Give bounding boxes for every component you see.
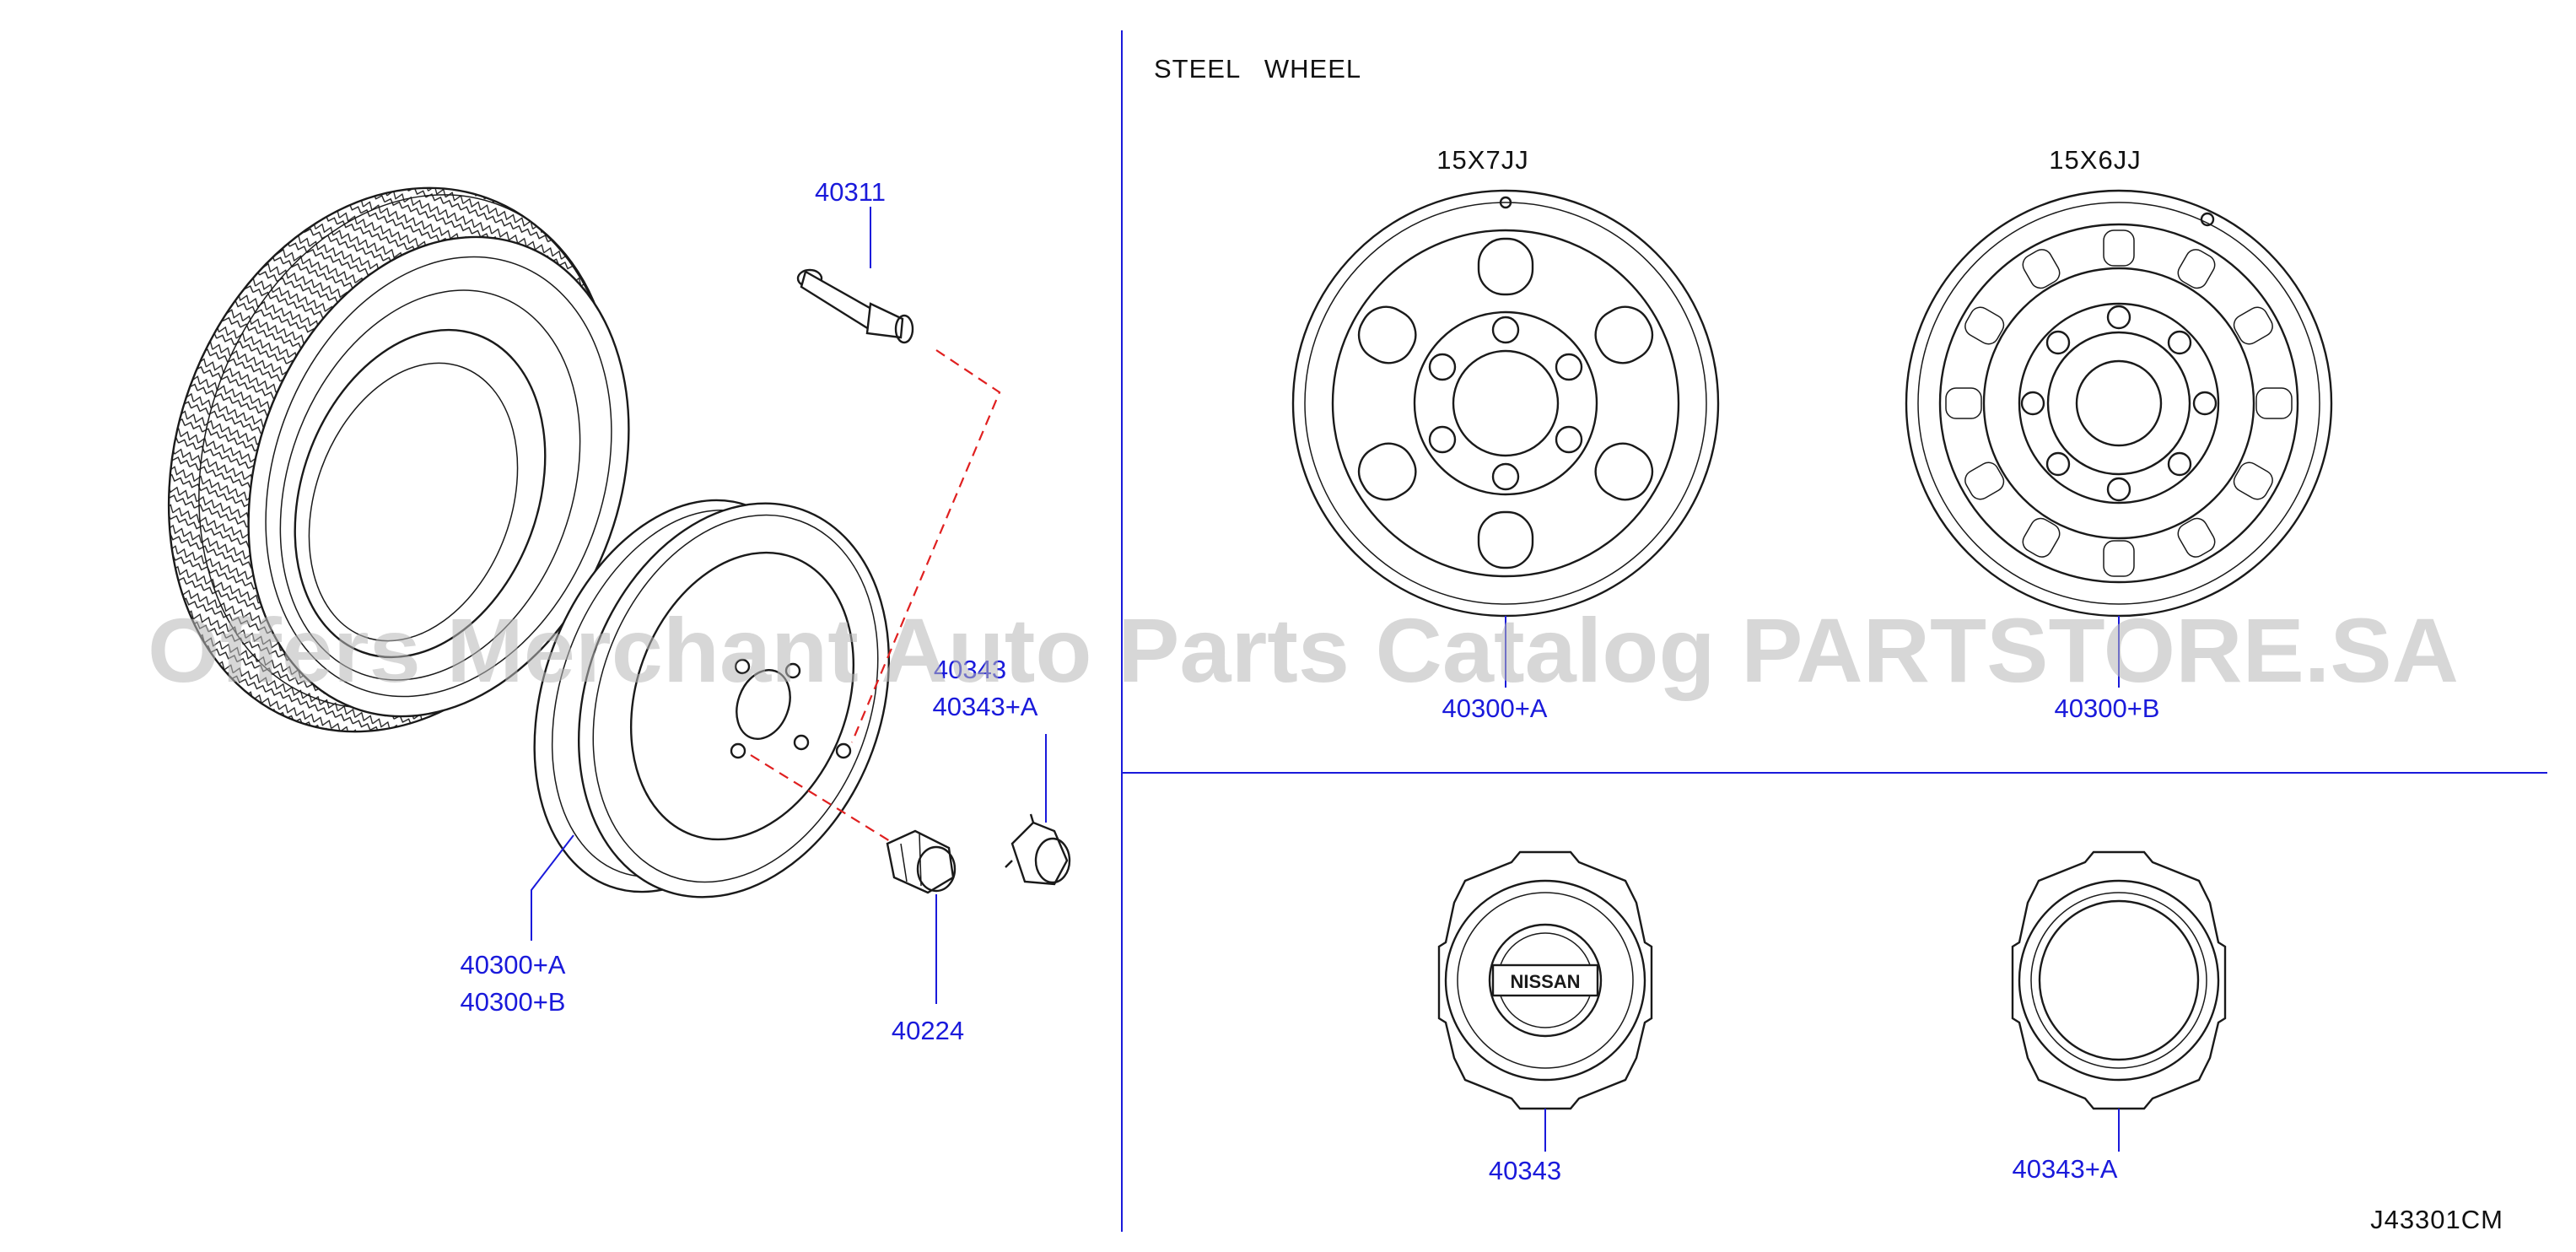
- part-label-nut[interactable]: 40224: [892, 1016, 964, 1045]
- part-label-cap-nissan[interactable]: 40343: [1489, 1156, 1561, 1185]
- part-label-wheel-a[interactable]: 40300+A: [1442, 693, 1548, 723]
- leader-lines-wheels: [1505, 616, 2120, 688]
- wheel-nut-icon: [886, 829, 957, 894]
- wheel-size-a: 15X7JJ: [1436, 145, 1528, 175]
- part-label-cap-a-exploded[interactable]: 40343+A: [933, 692, 1038, 721]
- part-label-wheel-exploded-a[interactable]: 40300+A: [461, 950, 566, 979]
- watermark: Offers Merchant Auto Parts Catalog PARTS…: [148, 599, 2459, 701]
- wheel-size-b: 15X6JJ: [2049, 145, 2141, 175]
- part-label-wheel-exploded-b[interactable]: 40300+B: [461, 987, 566, 1017]
- center-cap-icon: [1005, 813, 1071, 886]
- steel-wheel-icon: [1905, 189, 2333, 618]
- part-label-wheel-b[interactable]: 40300+B: [2055, 693, 2160, 723]
- part-label-cap-hidden[interactable]: 40343: [934, 655, 1006, 684]
- section-dividers: [1121, 30, 2547, 1232]
- tire-icon: [167, 186, 630, 733]
- steel-wheel-icon: [1291, 189, 1720, 618]
- dashed-guide-lines: [750, 349, 1001, 845]
- leader-lines-left: [531, 207, 1047, 1004]
- center-cap-icon: NISSAN: [1437, 850, 1653, 1110]
- valve-stem-icon: [796, 268, 914, 344]
- nissan-emblem: NISSAN: [1510, 971, 1580, 992]
- section-title: STEEL WHEEL: [1154, 54, 1361, 84]
- part-label-cap-plain[interactable]: 40343+A: [2013, 1154, 2118, 1184]
- leader-lines-caps: [1544, 1109, 2120, 1152]
- steel-wheel-icon: [533, 499, 890, 899]
- drawing-code: J43301CM: [2370, 1205, 2503, 1234]
- part-label-valve[interactable]: 40311: [815, 177, 886, 207]
- center-cap-icon: [2011, 850, 2227, 1110]
